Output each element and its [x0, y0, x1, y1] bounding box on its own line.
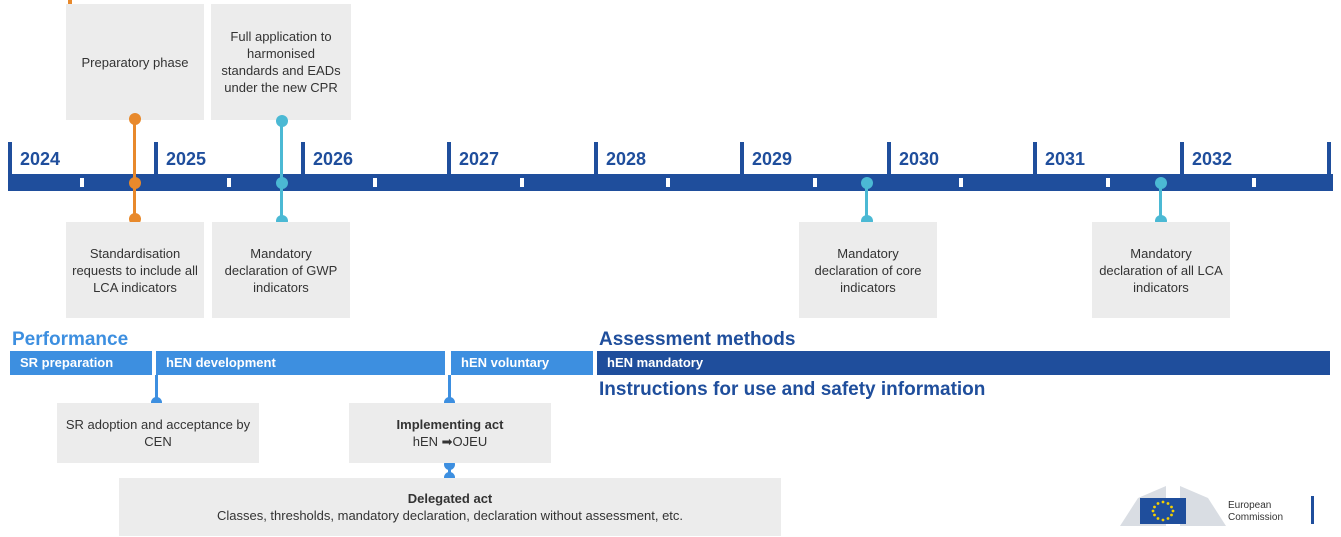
preparatory-phase-text: Preparatory phase — [81, 54, 189, 70]
preparatory-axis-dot — [129, 177, 141, 189]
all-lca-box: Mandatory declaration of all LCA indicat… — [1092, 222, 1230, 318]
delegated-top-dot — [444, 459, 455, 470]
timeline-axis — [8, 174, 1333, 191]
year-tick-2026 — [301, 142, 305, 190]
year-label-2031: 2031 — [1045, 149, 1086, 169]
minor-tick — [227, 178, 231, 187]
sr-preparation-bar: SR preparation — [10, 351, 152, 375]
hen-voluntary-bar: hEN voluntary — [451, 351, 593, 375]
ec-text-line2: Commission — [1228, 512, 1284, 523]
implementing-connector — [448, 375, 451, 405]
core-connector — [865, 183, 868, 221]
accent-marker — [68, 0, 72, 6]
sr-adoption-connector — [155, 375, 158, 405]
preparatory-top-dot — [129, 113, 141, 125]
minor-tick — [1252, 178, 1256, 187]
year-label-2026: 2026 — [313, 149, 354, 169]
implementing-dot — [444, 397, 455, 408]
delegated-act-box: Delegated act Classes, thresholds, manda… — [119, 478, 781, 536]
assessment-methods-title: Assessment methods — [599, 329, 796, 350]
instructions-title: Instructions for use and safety informat… — [599, 379, 986, 400]
all-lca-axis-dot — [1155, 177, 1167, 189]
core-indicators-text: Mandatory declaration of core indicators — [814, 245, 922, 295]
year-tick-2030 — [887, 142, 891, 190]
year-tick-2027 — [447, 142, 451, 190]
implementing-act-title: Implementing act — [396, 417, 504, 432]
minor-tick — [373, 178, 377, 187]
full-application-text: Full application to harmonised standards… — [221, 29, 341, 95]
full-application-box: Full application to harmonised standards… — [211, 4, 351, 120]
delegated-connector — [448, 462, 451, 480]
year-label-2032: 2032 — [1192, 149, 1233, 169]
year-label-2024: 2024 — [20, 149, 61, 169]
full-application-top-dot — [276, 115, 288, 127]
delegated-bottom-dot — [444, 472, 455, 483]
minor-tick — [959, 178, 963, 187]
full-application-connector — [280, 120, 283, 220]
minor-tick — [666, 178, 670, 187]
year-label-2029: 2029 — [752, 149, 793, 169]
minor-tick — [520, 178, 524, 187]
full-application-axis-dot — [276, 177, 288, 189]
sr-adoption-text: SR adoption and acceptance by CEN — [65, 417, 251, 449]
ec-text-line1: European — [1228, 500, 1272, 511]
core-axis-dot — [861, 177, 873, 189]
minor-tick — [813, 178, 817, 187]
hen-development-bar: hEN development — [156, 351, 445, 375]
year-tick-end — [1327, 142, 1331, 190]
all-lca-text: Mandatory declaration of all LCA indicat… — [1099, 245, 1223, 295]
european-commission-logo: European Commission — [1118, 478, 1318, 528]
year-label-2030: 2030 — [899, 149, 940, 169]
ec-logo-bar — [1311, 496, 1314, 524]
year-label-2028: 2028 — [606, 149, 647, 169]
minor-tick — [80, 178, 84, 187]
year-tick-2029 — [740, 142, 744, 190]
year-tick-2028 — [594, 142, 598, 190]
all-lca-connector — [1159, 183, 1162, 221]
ec-building-icon — [1120, 486, 1226, 526]
gwp-box: Mandatory declaration of GWP indicators — [212, 222, 350, 318]
delegated-act-sub: Classes, thresholds, mandatory declarati… — [216, 508, 684, 523]
gwp-text: Mandatory declaration of GWP indicators — [224, 245, 338, 295]
minor-tick — [1106, 178, 1110, 187]
implementing-act-box: Implementing act hEN ➡OJEU — [349, 403, 551, 463]
standardisation-text: Standardisation requests to include all … — [72, 245, 198, 295]
year-tick-2031 — [1033, 142, 1037, 190]
preparatory-phase-box: Preparatory phase — [66, 4, 204, 120]
standardisation-box: Standardisation requests to include all … — [66, 222, 204, 318]
sr-adoption-dot — [151, 397, 162, 408]
sr-adoption-box: SR adoption and acceptance by CEN — [57, 403, 259, 463]
performance-title: Performance — [12, 329, 129, 350]
preparatory-connector — [133, 118, 136, 218]
year-tick-2024 — [8, 142, 12, 190]
core-indicators-box: Mandatory declaration of core indicators — [799, 222, 937, 318]
year-label-2027: 2027 — [459, 149, 500, 169]
delegated-act-title: Delegated act — [407, 491, 493, 506]
year-tick-2032 — [1180, 142, 1184, 190]
hen-mandatory-bar: hEN mandatory — [597, 351, 1330, 375]
year-tick-2025 — [154, 142, 158, 190]
implementing-act-sub: hEN ➡OJEU — [412, 434, 488, 449]
year-label-2025: 2025 — [166, 149, 207, 169]
